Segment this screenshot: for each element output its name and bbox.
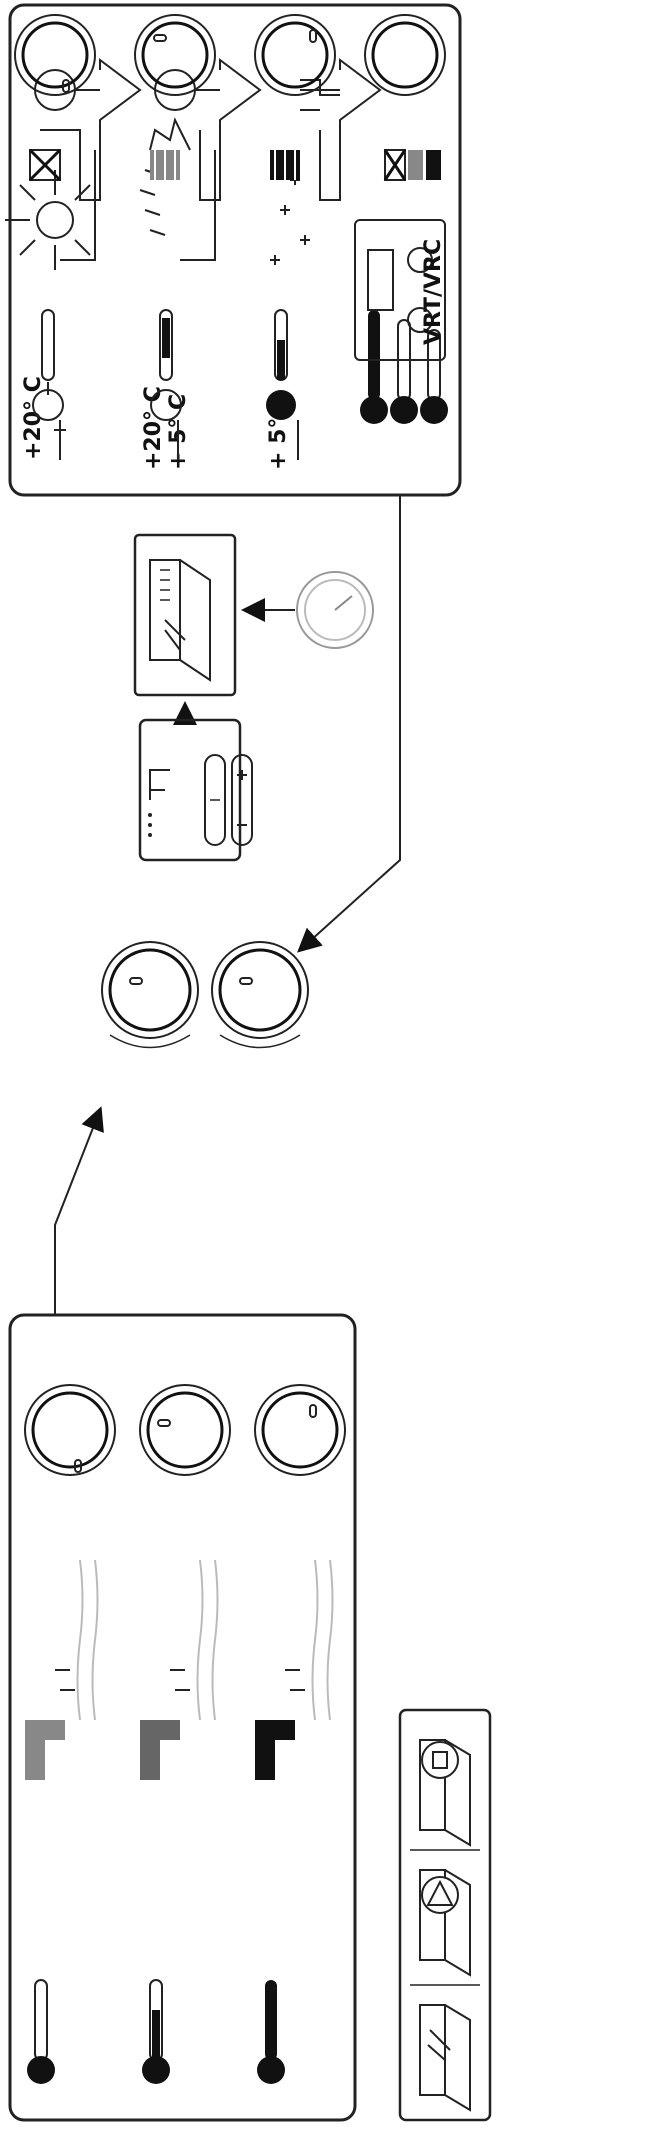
manual-icon bbox=[149, 559, 211, 682]
service-manual-icon bbox=[419, 1739, 471, 1847]
heating-row-4: VRT/VRC bbox=[354, 14, 448, 424]
pressure-gauge-icon bbox=[296, 571, 374, 649]
thermometer-icon bbox=[142, 1979, 170, 2084]
tap-black-icon bbox=[255, 1559, 334, 1780]
dial-icon bbox=[134, 14, 216, 96]
heating-dial-icon bbox=[211, 941, 309, 1049]
heating-row-1: +20° C bbox=[5, 14, 142, 460]
thermometer-icon bbox=[32, 309, 66, 460]
controller-label: VRT/VRC bbox=[421, 239, 446, 345]
radiator-grey-icon bbox=[150, 150, 180, 180]
thermometer-icon bbox=[266, 309, 299, 460]
warning-manual-icon bbox=[419, 1869, 471, 1977]
info-box bbox=[398, 1708, 492, 2122]
dial-icon bbox=[24, 1384, 116, 1476]
tap-grey-icon bbox=[25, 1559, 99, 1780]
water-row-1 bbox=[24, 1384, 116, 2084]
radiator-mixed-icon bbox=[383, 149, 441, 181]
sun-weather-icon bbox=[5, 58, 142, 270]
display-icon bbox=[138, 718, 253, 862]
radiator-crossed-icon bbox=[28, 148, 62, 182]
dial-icon bbox=[139, 1384, 231, 1476]
thermometer-icon bbox=[27, 1979, 55, 2084]
water-connector-arrow bbox=[54, 1106, 104, 1315]
heating-row-3: + 5° C bbox=[254, 14, 382, 470]
manual-box bbox=[133, 533, 237, 697]
water-row-3 bbox=[254, 1384, 346, 2084]
dial-icon bbox=[254, 14, 336, 96]
thermometer-icon bbox=[150, 309, 182, 460]
heating-panel: +20° C bbox=[5, 3, 462, 497]
water-panel bbox=[8, 1313, 357, 2122]
manual-icon bbox=[419, 2004, 471, 2112]
hot-water-dial-icon bbox=[101, 941, 199, 1049]
dial-icon bbox=[14, 14, 96, 96]
thermometer-icon bbox=[257, 1980, 285, 2084]
dial-icon bbox=[364, 14, 446, 96]
tap-dark-grey-icon bbox=[140, 1559, 219, 1780]
room-controller-icon: VRT/VRC bbox=[354, 219, 446, 361]
heating-row-2: +20° C + 5° C bbox=[134, 14, 262, 470]
radiator-dark-icon bbox=[270, 150, 300, 180]
temp-label-20-top: +20° C bbox=[141, 386, 166, 470]
dial-icon bbox=[254, 1384, 346, 1476]
water-row-2 bbox=[139, 1384, 231, 2084]
heating-connector-arrow bbox=[297, 495, 401, 953]
